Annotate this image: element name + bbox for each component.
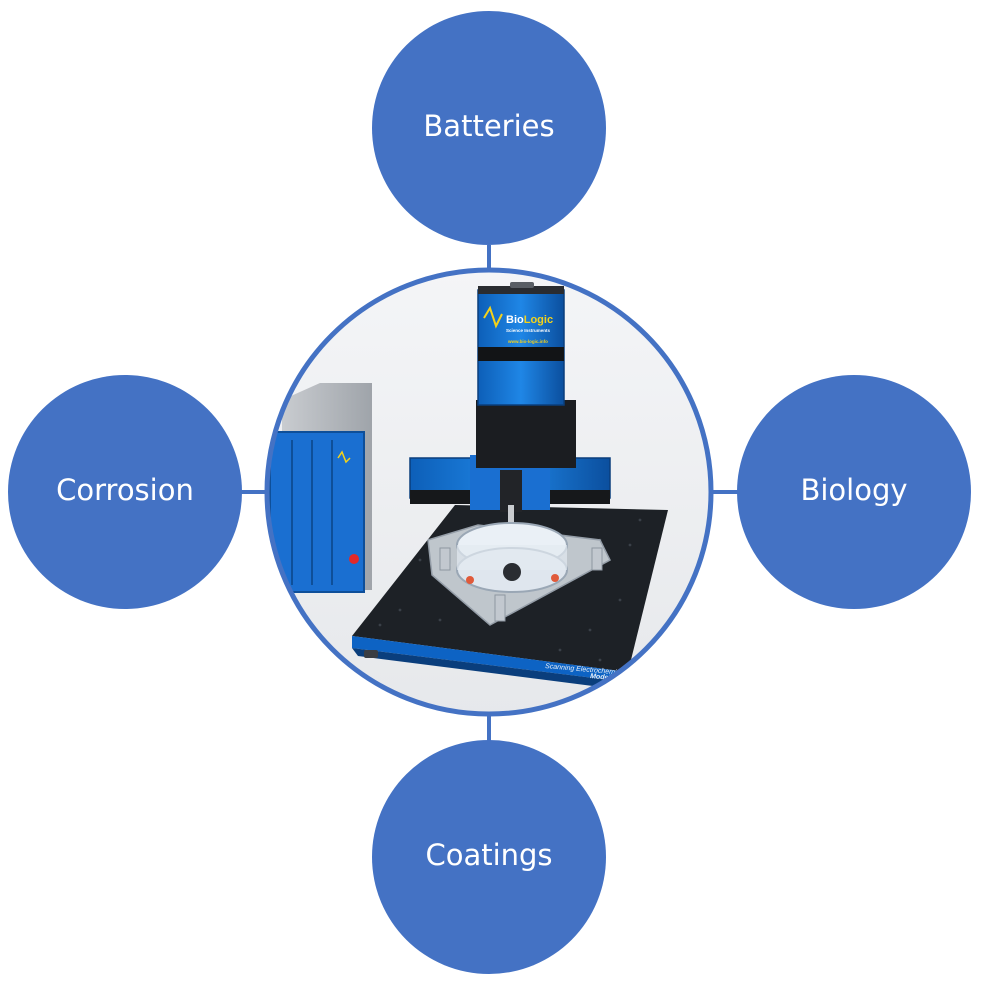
control-unit bbox=[269, 383, 372, 593]
center-hub: Scanning Electrochemical Workstation Mod… bbox=[264, 267, 714, 717]
workstation-photo: Scanning Electrochemical Workstation Mod… bbox=[268, 271, 710, 713]
center-hub-ring bbox=[264, 267, 714, 717]
logo-subtext: Science Instruments bbox=[506, 328, 551, 333]
node-corrosion: Corrosion bbox=[8, 375, 242, 609]
node-label-batteries: Batteries bbox=[423, 109, 554, 143]
logo-url: www.bio-logic.info bbox=[507, 339, 548, 344]
node-label-coatings: Coatings bbox=[425, 838, 552, 872]
svg-text:BioLogic: BioLogic bbox=[506, 314, 553, 326]
node-label-corrosion: Corrosion bbox=[56, 473, 194, 507]
logo-bio: Bio bbox=[506, 314, 524, 326]
logo-logic: Logic bbox=[524, 314, 553, 326]
node-coatings: Coatings bbox=[372, 740, 606, 974]
electrochemical-cell bbox=[427, 522, 611, 626]
node-batteries: Batteries bbox=[372, 11, 606, 245]
positioning-system: BioLogic Science Instruments www.bio-log… bbox=[409, 282, 611, 535]
node-biology: Biology bbox=[737, 375, 971, 609]
node-label-biology: Biology bbox=[800, 473, 907, 507]
